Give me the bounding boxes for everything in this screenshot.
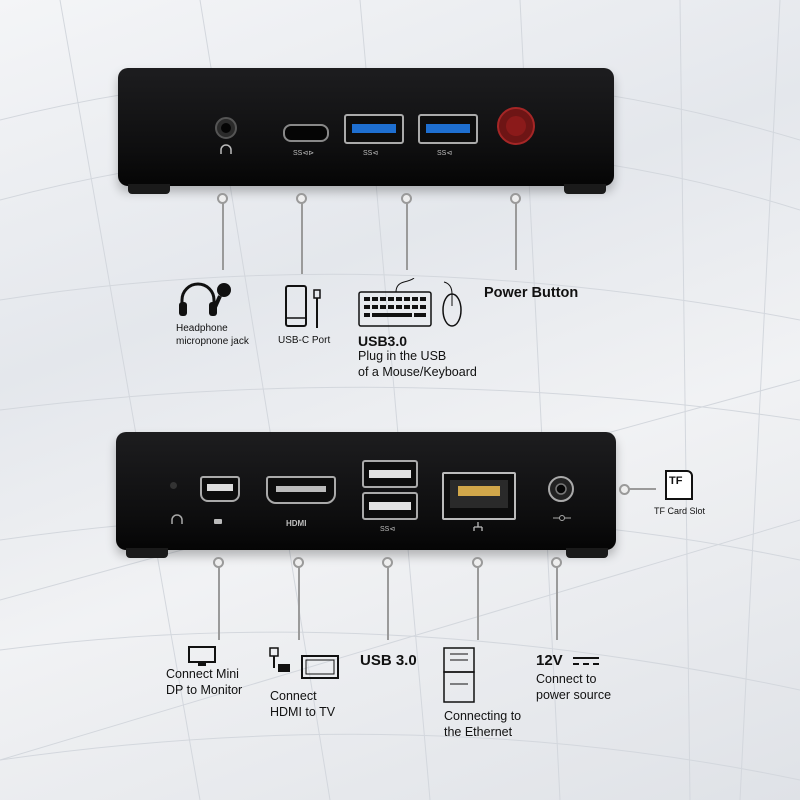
- hdmi-port[interactable]: [266, 476, 336, 504]
- usbc-port-glyph: SS⊲⊳: [293, 150, 315, 157]
- usb3-description: Plug in the USB of a Mouse/Keyboard: [358, 349, 477, 379]
- callout-line-headphone: [222, 198, 224, 270]
- hdmi-port-glyph: HDMI: [286, 519, 307, 528]
- minidp-label: Connect Mini DP to Monitor: [166, 667, 243, 697]
- reset-pinhole[interactable]: [170, 482, 177, 489]
- usb-a-port-1-glyph: SS⊲: [363, 150, 379, 157]
- usb-a-port-rear-1[interactable]: [362, 460, 418, 488]
- power-button-label: Power Button: [484, 285, 579, 301]
- ethernet-port[interactable]: [442, 472, 516, 520]
- monitor-icon: [188, 646, 216, 666]
- power-voltage-title: 12V: [536, 652, 563, 669]
- dc-power-jack[interactable]: [546, 474, 576, 504]
- headphone-glyph-icon: [171, 514, 183, 524]
- callout-dot-hdmi: [293, 557, 304, 568]
- usb-a-port-2[interactable]: [418, 114, 478, 144]
- usb3-title: USB3.0: [358, 333, 408, 349]
- power-button[interactable]: [496, 106, 536, 146]
- rear-right-foot: [566, 548, 608, 558]
- front-left-foot: [128, 184, 170, 194]
- mini-dp-port[interactable]: [200, 476, 240, 502]
- dc-polarity-glyph-icon: [553, 515, 571, 521]
- usb-rear-glyph: SS⊲: [380, 526, 396, 533]
- usb-c-port[interactable]: [283, 124, 329, 142]
- callout-dot-usb3: [401, 193, 412, 204]
- power-source-label: Connect to power source: [536, 672, 612, 702]
- hdmi-label: Connect HDMI to TV: [270, 689, 336, 719]
- usbc-label: USB-C Port: [278, 335, 331, 346]
- headphone-jack-port[interactable]: [212, 114, 240, 162]
- callout-line-minidp: [218, 562, 220, 640]
- callout-line-power: [515, 198, 517, 270]
- callout-line-tf: [620, 488, 656, 490]
- callout-dot-tf: [619, 484, 630, 495]
- usb-a-port-rear-2[interactable]: [362, 492, 418, 520]
- mini-dp-glyph-icon: [214, 519, 222, 524]
- callout-dot-minidp: [213, 557, 224, 568]
- ethernet-glyph-icon: [473, 522, 483, 531]
- ethernet-label: Connecting to the Ethernet: [444, 709, 522, 739]
- callout-line-hdmi: [298, 562, 300, 640]
- headphone-label: Headphone micropnone jack: [176, 323, 249, 347]
- dc-symbol-icon: [573, 657, 599, 665]
- rear-left-foot: [126, 548, 168, 558]
- callout-dot-dc: [551, 557, 562, 568]
- front-right-foot: [564, 184, 606, 194]
- usb-a-port-2-glyph: SS⊲: [437, 150, 453, 157]
- phone-usbc-icon: [285, 285, 321, 328]
- callout-line-dc: [556, 562, 558, 640]
- tf-card-icon-text: TF: [669, 475, 683, 487]
- callout-dot-ethernet: [472, 557, 483, 568]
- mini-pc-rear-panel: [116, 432, 616, 550]
- hdmi-tv-icon: [269, 647, 339, 679]
- callout-dot-power: [510, 193, 521, 204]
- tf-card-icon: TF: [665, 470, 693, 500]
- callout-dot-usbc: [296, 193, 307, 204]
- keyboard-mouse-icon: [358, 278, 462, 327]
- callout-line-ethernet: [477, 562, 479, 640]
- callout-dot-usb3-rear: [382, 557, 393, 568]
- callout-dot-headphone: [217, 193, 228, 204]
- callout-line-usb3: [406, 198, 408, 270]
- ethernet-cable-icon: [443, 647, 475, 703]
- usb-a-port-1[interactable]: [344, 114, 404, 144]
- callout-line-usb3-rear: [387, 562, 389, 640]
- callout-line-usbc: [301, 198, 303, 274]
- tf-card-label: TF Card Slot: [654, 506, 706, 516]
- headphone-mic-icon: [179, 282, 231, 316]
- usb3-rear-label: USB 3.0: [360, 652, 417, 669]
